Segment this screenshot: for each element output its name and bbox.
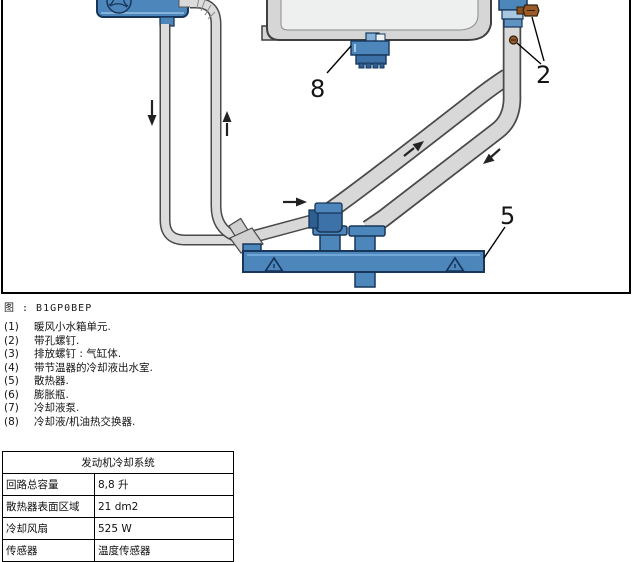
callout-8: 8 [310, 75, 325, 103]
oil-coolant-heat-exchanger [350, 32, 390, 69]
arrow-up-right-icon [403, 141, 424, 157]
legend-item-text: 带节温器的冷却液出水室. [34, 361, 153, 374]
arrow-down-icon [147, 100, 157, 126]
hose-radiator-to-engine [322, 69, 512, 220]
legend-item-text: 暖风小水箱单元. [34, 321, 111, 333]
legend-item-text: 带孔螺钉. [34, 334, 80, 347]
figure-caption: 图 : B1GP0BEP [4, 303, 93, 314]
table-header-row: 发动机冷却系统 [2, 451, 234, 474]
engine-cooling-spec-table: 发动机冷却系统 回路总容量 8,8 升 散热器表面区域 21 dm2 冷却风扇 … [2, 451, 234, 562]
legend-item-number: (8) [4, 415, 19, 428]
arrow-up-icon [222, 111, 232, 136]
legend-item-number: (1) [4, 321, 19, 333]
table-row: 散热器表面区域 21 dm2 [2, 495, 234, 518]
cooling-system-figure: 8 2 5 [1, 0, 631, 294]
heater-matrix-unit [96, 0, 200, 27]
legend-item: (6) 膨胀瓶. [4, 389, 624, 403]
legend-item-number: (6) [4, 388, 19, 401]
legend-item-text: 冷却液/机油热交换器. [34, 415, 136, 428]
heater-emblem-icon [106, 0, 132, 14]
figure-frame [1, 0, 631, 294]
engine-block [261, 0, 492, 41]
legend-item-text: 冷却液泵. [34, 402, 80, 414]
legend-item: (4) 带节温器的冷却液出水室. [4, 362, 624, 376]
row-label: 冷却风扇 [2, 517, 95, 540]
legend-list: (1) 暖风小水箱单元. (2) 带孔螺钉. (3) 排放螺钉 : 气缸体. (4) 带… [4, 321, 624, 429]
cooling-system-diagram: 8 2 5 [1, 0, 631, 294]
row-value: 525 W [94, 517, 234, 540]
table-row: 传感器 温度传感器 [2, 539, 234, 562]
heater-pipes [159, 0, 252, 248]
callouts: 8 2 5 [310, 16, 551, 259]
legend-item-number: (2) [4, 334, 19, 347]
legend-item: (7) 冷却液泵. [4, 402, 624, 416]
row-label: 传感器 [2, 539, 95, 562]
table-row: 冷却风扇 525 W [2, 517, 234, 540]
legend-item-number: (3) [4, 348, 19, 360]
callout-2: 2 [536, 61, 551, 89]
radiator-bottom-pipe [242, 225, 485, 288]
row-value: 21 dm2 [94, 495, 234, 518]
arrow-down-left-icon [483, 148, 501, 164]
legend-item-text: 散热器. [34, 375, 69, 387]
legend-item-number: (4) [4, 361, 19, 374]
legend-item-number: (5) [4, 375, 19, 387]
table-title: 发动机冷却系统 [2, 451, 234, 474]
legend-item: (3) 排放螺钉 : 气缸体. [4, 348, 624, 362]
flow-arrows [147, 100, 501, 207]
row-value: 8,8 升 [94, 473, 234, 496]
legend-item-text: 膨胀瓶. [34, 388, 69, 401]
callout-5: 5 [500, 202, 515, 230]
pipe-junction [229, 213, 317, 254]
row-label: 散热器表面区域 [2, 495, 95, 518]
legend-item: (1) 暖风小水箱单元. [4, 321, 624, 335]
arrow-right-icon [283, 197, 307, 207]
legend-item-number: (7) [4, 402, 19, 414]
legend-item-text: 排放螺钉 : 气缸体. [34, 348, 122, 360]
legend-item: (2) 带孔螺钉. [4, 335, 624, 349]
row-label: 回路总容量 [2, 473, 95, 496]
perforated-screw-icon [516, 4, 540, 17]
table-row: 回路总容量 8,8 升 [2, 473, 234, 496]
elbow-fitting [308, 202, 343, 233]
row-value: 温度传感器 [94, 539, 234, 562]
perforated-screw-small-icon [508, 35, 519, 45]
legend-item: (8) 冷却液/机油热交换器. [4, 416, 624, 430]
warning-triangle-icon [445, 256, 465, 272]
legend-item: (5) 散热器. [4, 375, 624, 389]
warning-triangle-icon [264, 256, 284, 272]
